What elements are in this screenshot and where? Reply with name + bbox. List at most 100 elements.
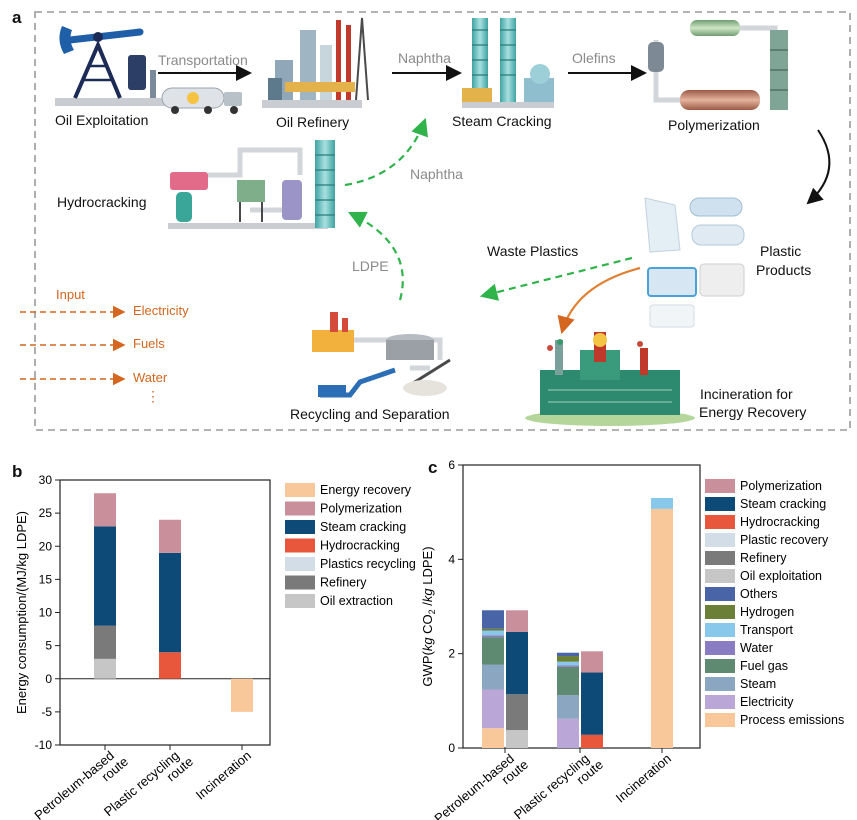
chart-c-legend-swatch (705, 659, 735, 673)
chart-c-legend-swatch (705, 677, 735, 691)
chart-b-legend-label: Plastics recycling (320, 557, 416, 571)
chart-c-ytick-label: 6 (448, 458, 455, 472)
label-oil-exploitation: Oil Exploitation (55, 112, 149, 128)
chart-c-legend-swatch (705, 569, 735, 583)
chart-b-legend-label: Hydrocracking (320, 539, 400, 553)
hydrocracking-icon (168, 140, 335, 229)
chart-b-bar-segment (159, 652, 181, 679)
chart-b-ylabel: Energy consumption/(MJ/kg LDPE) (14, 511, 29, 714)
chart-c-legend-label: Others (740, 587, 778, 601)
label-transportation: Transportation (158, 52, 248, 68)
chart-c-legend-label: Oil exploitation (740, 569, 822, 583)
arrow-to-plastic-products (806, 129, 831, 205)
chart-b-legend-swatch (285, 594, 315, 608)
label-input-electricity: Electricity (133, 303, 189, 318)
label-waste-plastics: Waste Plastics (487, 243, 579, 259)
panel-a-diagram (20, 11, 851, 431)
chart-c-legend-swatch (705, 713, 735, 727)
chart-c-bar-segment (557, 652, 579, 657)
steam-cracking-icon (462, 18, 554, 108)
plastic-products-icon (644, 197, 745, 328)
label-input: Input (56, 287, 85, 302)
chart-b-ytick-label: 20 (39, 539, 53, 553)
chart-c-legend-label: Polymerization (740, 479, 822, 493)
chart-c-bar-segment (482, 728, 504, 748)
chart-c-bar-segment (482, 635, 504, 638)
panel-c-letter: c (428, 458, 438, 477)
oil-pumpjack-icon (55, 26, 165, 106)
chart-c-bar-segment (557, 665, 579, 667)
chart-b-ytick-label: 10 (39, 606, 53, 620)
chart-b-bar-segment (231, 678, 253, 712)
arrow-ldpe (348, 211, 404, 301)
arrow-naphtha-recycle (344, 117, 428, 187)
chart-b-bar-segment (159, 519, 181, 553)
chart-b-legend-label: Polymerization (320, 502, 402, 516)
polymerization-icon (648, 20, 788, 110)
arrow-to-incineration (557, 266, 641, 335)
label-naphtha-recycle: Naphtha (410, 166, 463, 182)
chart-c-legend-swatch (705, 533, 735, 547)
panel-a-frame (34, 11, 851, 431)
chart-c-bar-segment (506, 730, 528, 748)
oil-refinery-icon (262, 17, 369, 108)
chart-c-legend-swatch (705, 479, 735, 493)
chart-c-bar-segment (482, 637, 504, 665)
label-ldpe: LDPE (352, 258, 389, 274)
chart-c-legend-label: Hydrogen (740, 605, 794, 619)
label-olefins: Olefins (572, 50, 616, 66)
chart-c-bar-segment (482, 628, 504, 631)
label-incineration-1: Incineration for (700, 386, 793, 402)
chart-c-bar-segment (557, 718, 579, 748)
chart-c-bar-segment (581, 734, 603, 748)
chart-c-bar-segment (557, 695, 579, 719)
label-incineration-2: Energy Recovery (699, 404, 807, 420)
chart-c-legend-swatch (705, 641, 735, 655)
chart-c-bar-segment (651, 508, 673, 748)
chart-b-legend-label: Steam cracking (320, 520, 406, 534)
chart-b-ytick-label: -10 (35, 738, 53, 752)
chart-c-legend-swatch (705, 551, 735, 565)
chart-b-legend-swatch (285, 520, 315, 534)
chart-b-ytick-label: 25 (39, 506, 53, 520)
label-polymerization: Polymerization (668, 117, 760, 133)
label-steam-cracking: Steam Cracking (452, 113, 552, 129)
recycling-separation-icon (312, 312, 451, 398)
chart-c-bar-segment (651, 498, 673, 509)
chart-b-legend-label: Oil extraction (320, 594, 393, 608)
chart-c-ytick-label: 4 (448, 552, 455, 566)
chart-c-bar-segment (482, 664, 504, 690)
label-recycling: Recycling and Separation (290, 406, 450, 422)
chart-c-legend-label: Electricity (740, 695, 794, 709)
chart-c-bar-segment (482, 689, 504, 729)
chart-c-bar-segment (581, 651, 603, 673)
chart-b-ytick-label: 0 (45, 672, 52, 686)
arrow-waste-plastics (479, 256, 633, 301)
chart-c-legend-label: Water (740, 641, 773, 655)
chart-c-ytick-label: 2 (448, 647, 455, 661)
chart-c-legend-swatch (705, 497, 735, 511)
chart-c-legend-swatch (705, 605, 735, 619)
chart-b-legend-label: Refinery (320, 576, 367, 590)
chart-c-ylabel: GWP(kg CO2 /kg LDPE) (420, 546, 437, 686)
chart-c-bar-segment (482, 630, 504, 636)
label-hydrocracking: Hydrocracking (57, 194, 147, 210)
label-plastic-products-2: Products (756, 262, 812, 278)
chart-c-bar-segment (581, 672, 603, 735)
chart-b-legend-swatch (285, 557, 315, 571)
chart-c-legend-label: Transport (740, 623, 794, 637)
chart-c-legend-label: Hydrocracking (740, 515, 820, 529)
chart-c-legend-swatch (705, 587, 735, 601)
chart-c-bar-segment (506, 631, 528, 695)
chart-c-ytick-label: 0 (448, 741, 455, 755)
chart-c-bar-segment (557, 666, 579, 696)
chart-b-bar-segment (94, 493, 116, 527)
chart-b-ytick-label: 5 (45, 639, 52, 653)
label-input-fuels: Fuels (133, 336, 165, 351)
chart-b-ytick-label: 30 (39, 473, 53, 487)
chart-b-bar-segment (94, 526, 116, 626)
chart-c-bar-segment (557, 656, 579, 662)
panel-b-letter: b (12, 462, 23, 481)
label-naphtha-top: Naphtha (398, 50, 451, 66)
